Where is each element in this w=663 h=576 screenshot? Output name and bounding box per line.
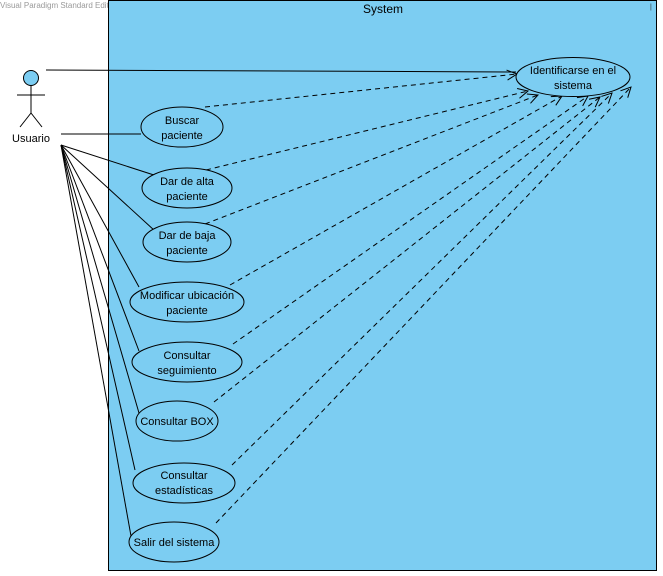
- usecase-label: Consultar: [160, 470, 207, 482]
- dependency-arrow: [204, 74, 517, 108]
- usecase-modificar-ubicacion[interactable]: Modificar ubicación paciente: [129, 281, 245, 323]
- actor-usuario[interactable]: Usuario: [12, 70, 50, 146]
- association-line: [45, 69, 517, 73]
- usecase-label: Dar de baja: [159, 230, 217, 242]
- usecase-label: Identificarse en el: [530, 65, 616, 77]
- usecase-consultar-seguimiento[interactable]: Consultar seguimiento: [131, 341, 243, 383]
- association-line: [60, 144, 140, 352]
- dependency-arrow: [215, 87, 631, 524]
- usecase-label: Modificar ubicación: [140, 290, 234, 302]
- association-line: [60, 144, 132, 537]
- usecase-identificarse[interactable]: Identificarse en el sistema: [515, 57, 631, 97]
- usecase-label: paciente: [166, 191, 208, 203]
- actor-icon: [17, 70, 45, 128]
- dependency-arrow: [229, 96, 562, 286]
- system-title: System: [363, 2, 403, 16]
- dependency-arrow: [213, 97, 600, 403]
- usecase-label: estadísticas: [155, 485, 214, 497]
- association-line: [60, 144, 140, 288]
- usecase-label: seguimiento: [157, 365, 216, 377]
- association-line: [60, 144, 136, 471]
- watermark-text: Visual Paradigm Standard Edition(E.S. In…: [0, 1, 169, 10]
- dependency-arrow: [231, 93, 612, 466]
- usecase-consultar-estadisticas[interactable]: Consultar estadísticas: [132, 462, 236, 504]
- usecase-label: paciente: [166, 245, 208, 257]
- actor-label: Usuario: [12, 133, 50, 145]
- dependency-arrow: [204, 95, 538, 225]
- system-corner-mark: |: [650, 4, 652, 11]
- usecase-buscar-paciente[interactable]: Buscar paciente: [140, 106, 224, 148]
- usecase-label: sistema: [554, 80, 593, 92]
- association-line: [60, 144, 140, 414]
- usecase-salir-sistema[interactable]: Salir del sistema: [128, 521, 220, 563]
- usecase-label: Buscar: [165, 115, 200, 127]
- usecase-label: Dar de alta: [160, 176, 215, 188]
- usecase-consultar-box[interactable]: Consultar BOX: [135, 400, 219, 442]
- usecase-label: Consultar BOX: [140, 416, 214, 428]
- usecase-label: paciente: [166, 305, 208, 317]
- usecase-dar-baja-paciente[interactable]: Dar de baja paciente: [142, 221, 232, 263]
- usecase-label: paciente: [161, 130, 203, 142]
- dependency-lines: [204, 74, 631, 524]
- dependency-arrow: [205, 91, 528, 171]
- usecase-dar-alta-paciente[interactable]: Dar de alta paciente: [141, 167, 233, 209]
- usecase-label: Consultar: [163, 350, 210, 362]
- usecase-label: Salir del sistema: [134, 537, 216, 549]
- association-line: [60, 144, 158, 177]
- dependency-arrow: [232, 96, 588, 345]
- association-line: [60, 144, 156, 232]
- association-lines: [45, 69, 517, 537]
